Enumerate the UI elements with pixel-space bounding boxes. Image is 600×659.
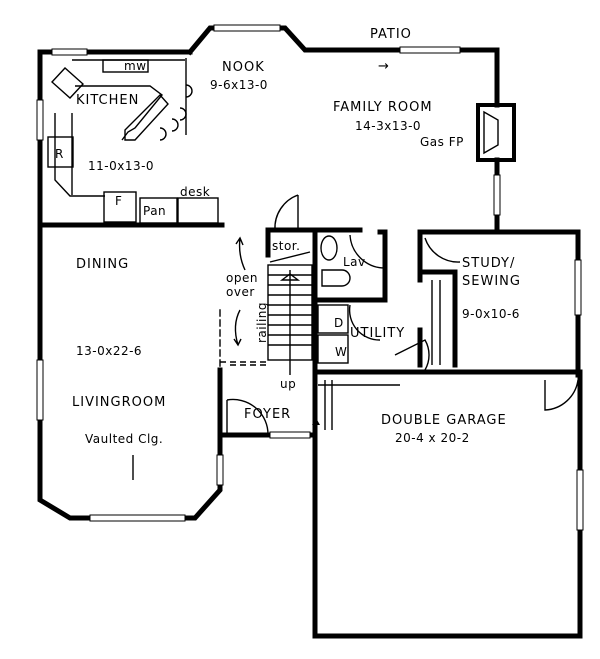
patio-door-arrow: → <box>378 59 390 74</box>
washer-dryer <box>317 304 349 364</box>
label-garage: DOUBLE GARAGE <box>381 413 507 428</box>
label-up: up <box>280 377 296 391</box>
windows <box>36 24 584 531</box>
label-freezer: F <box>115 194 122 208</box>
closets <box>220 280 441 430</box>
arrows <box>132 236 320 480</box>
lav-fixtures <box>320 235 351 287</box>
size-garage: 20-4 x 20-2 <box>395 431 470 445</box>
label-patio: PATIO <box>370 27 412 42</box>
size-family-room: 14-3x13-0 <box>355 119 421 133</box>
label-foyer: FOYER <box>244 407 291 422</box>
label-storage: stor. <box>272 239 300 253</box>
label-open: open <box>226 271 258 285</box>
size-kitchen: 11-0x13-0 <box>88 159 154 173</box>
label-dining: DINING <box>76 257 129 272</box>
label-dryer: D <box>334 316 344 330</box>
doors <box>226 194 579 436</box>
interior-walls <box>37 222 583 378</box>
note-vaulted: Vaulted Clg. <box>85 432 163 446</box>
label-kitchen: KITCHEN <box>76 93 139 108</box>
size-living: 13-0x22-6 <box>76 344 142 358</box>
exterior-walls <box>37 25 583 639</box>
label-living-room: LIVINGROOM <box>72 395 166 410</box>
label-pantry: Pan <box>143 204 166 218</box>
label-study: STUDY/ <box>462 256 515 271</box>
label-nook: NOOK <box>222 60 265 75</box>
note-gas-fp: Gas FP <box>420 135 464 149</box>
label-over: over <box>226 285 255 299</box>
kitchen-fixtures <box>47 58 219 224</box>
size-nook: 9-6x13-0 <box>210 78 268 92</box>
label-railing: railing <box>255 302 269 343</box>
label-mw: mw <box>124 59 147 73</box>
stairs <box>267 251 313 375</box>
label-lav: Lav <box>343 255 366 269</box>
label-desk: desk <box>180 185 210 199</box>
label-sewing: SEWING <box>462 274 521 289</box>
size-study: 9-0x10-6 <box>462 307 520 321</box>
label-utility: UTILITY <box>350 326 405 341</box>
fireplace <box>476 103 516 162</box>
label-refrigerator: R <box>55 147 64 161</box>
label-family-room: FAMILY ROOM <box>333 100 433 115</box>
label-washer: W <box>335 345 347 359</box>
